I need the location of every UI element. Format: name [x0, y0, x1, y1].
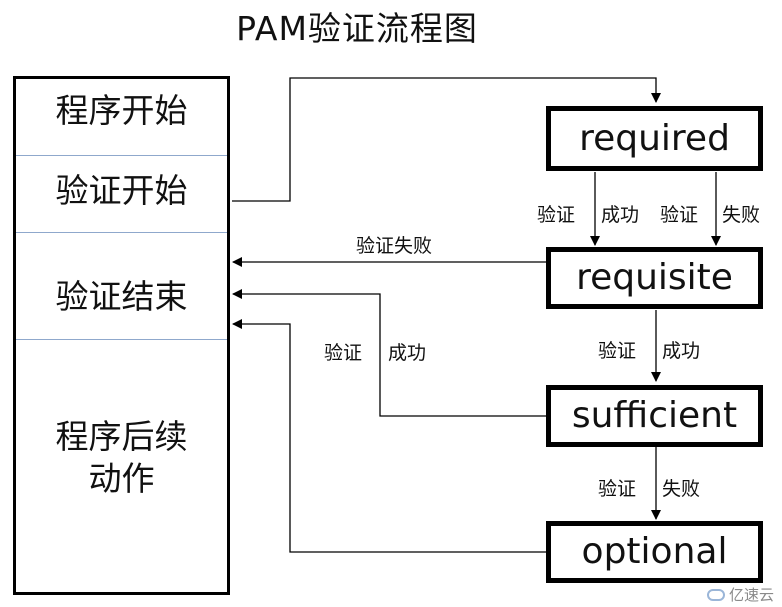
program-flow-panel: 程序开始 验证开始 验证结束 程序后续 动作 — [13, 76, 230, 595]
section-program-followup: 程序后续 — [55, 417, 188, 456]
label-required-fail-b: 失败 — [722, 204, 761, 226]
label-sufficient-fail-a: 验证 — [598, 478, 637, 500]
label-requisite-success-b: 成功 — [662, 340, 701, 362]
section-auth-start: 验证开始 — [55, 171, 188, 210]
node-sufficient: sufficient — [546, 385, 763, 447]
label-sufficient-success-b: 成功 — [388, 342, 427, 364]
node-required: required — [546, 106, 763, 171]
watermark: 亿速云 — [706, 584, 774, 605]
section-program-start: 程序开始 — [55, 91, 188, 130]
watermark-text: 亿速云 — [728, 586, 774, 604]
section-auth-end: 验证结束 — [55, 277, 188, 316]
label-sufficient-fail-b: 失败 — [662, 478, 701, 500]
divider — [16, 155, 227, 156]
diagram-title: PAM验证流程图 — [236, 9, 478, 48]
divider — [16, 339, 227, 340]
label-requisite-success-a: 验证 — [598, 340, 637, 362]
label-sufficient-success-a: 验证 — [324, 342, 363, 364]
label-requisite-fail: 验证失败 — [356, 235, 433, 257]
label-required-success-a: 验证 — [537, 204, 576, 226]
label-required-fail-a: 验证 — [660, 204, 699, 226]
section-program-followup-line2: 动作 — [88, 459, 155, 498]
divider — [16, 232, 227, 233]
edge-auth-start-to-required — [232, 77, 661, 202]
label-required-success-b: 成功 — [601, 204, 640, 226]
edge-sufficient-success — [232, 289, 546, 417]
edge-optional — [232, 319, 546, 553]
node-optional: optional — [546, 521, 763, 583]
node-requisite: requisite — [546, 247, 763, 309]
cloud-logo-icon — [706, 588, 725, 601]
